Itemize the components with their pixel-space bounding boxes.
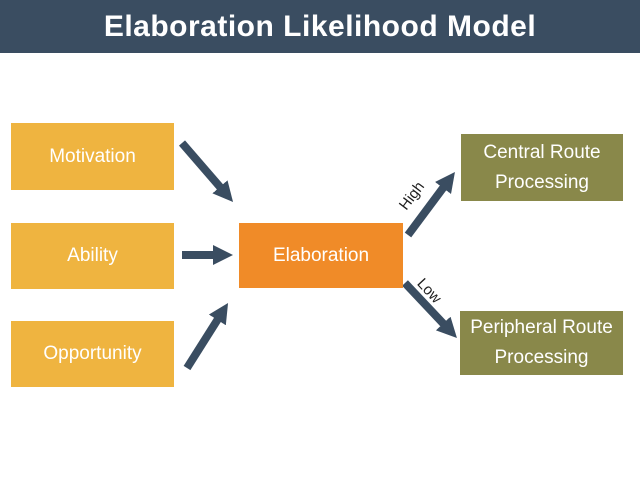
- node-peripheral-route: Peripheral Route Processing: [460, 311, 623, 375]
- node-elaboration-label: Elaboration: [272, 244, 370, 266]
- arrow-motivation-to-elaboration: [178, 140, 234, 202]
- node-central-route: Central Route Processing: [461, 134, 623, 201]
- node-motivation: Motivation: [11, 123, 174, 190]
- node-ability-label: Ability: [67, 245, 118, 266]
- node-ability: Ability: [11, 223, 174, 289]
- node-opportunity: Opportunity: [11, 321, 174, 387]
- header-bar: Elaboration Likelihood Model: [0, 0, 640, 53]
- arrow-label-low: Low: [413, 275, 445, 307]
- node-central-route-label: Central Route Processing: [483, 141, 601, 193]
- page-title: Elaboration Likelihood Model: [103, 9, 537, 43]
- node-motivation-label: Motivation: [49, 145, 136, 167]
- node-opportunity-label: Opportunity: [43, 343, 142, 364]
- arrow-opportunity-to-elaboration: [183, 303, 229, 371]
- node-peripheral-route-label: Peripheral Route Processing: [470, 317, 613, 368]
- node-elaboration: Elaboration: [239, 223, 403, 288]
- arrow-label-high: High: [395, 178, 429, 214]
